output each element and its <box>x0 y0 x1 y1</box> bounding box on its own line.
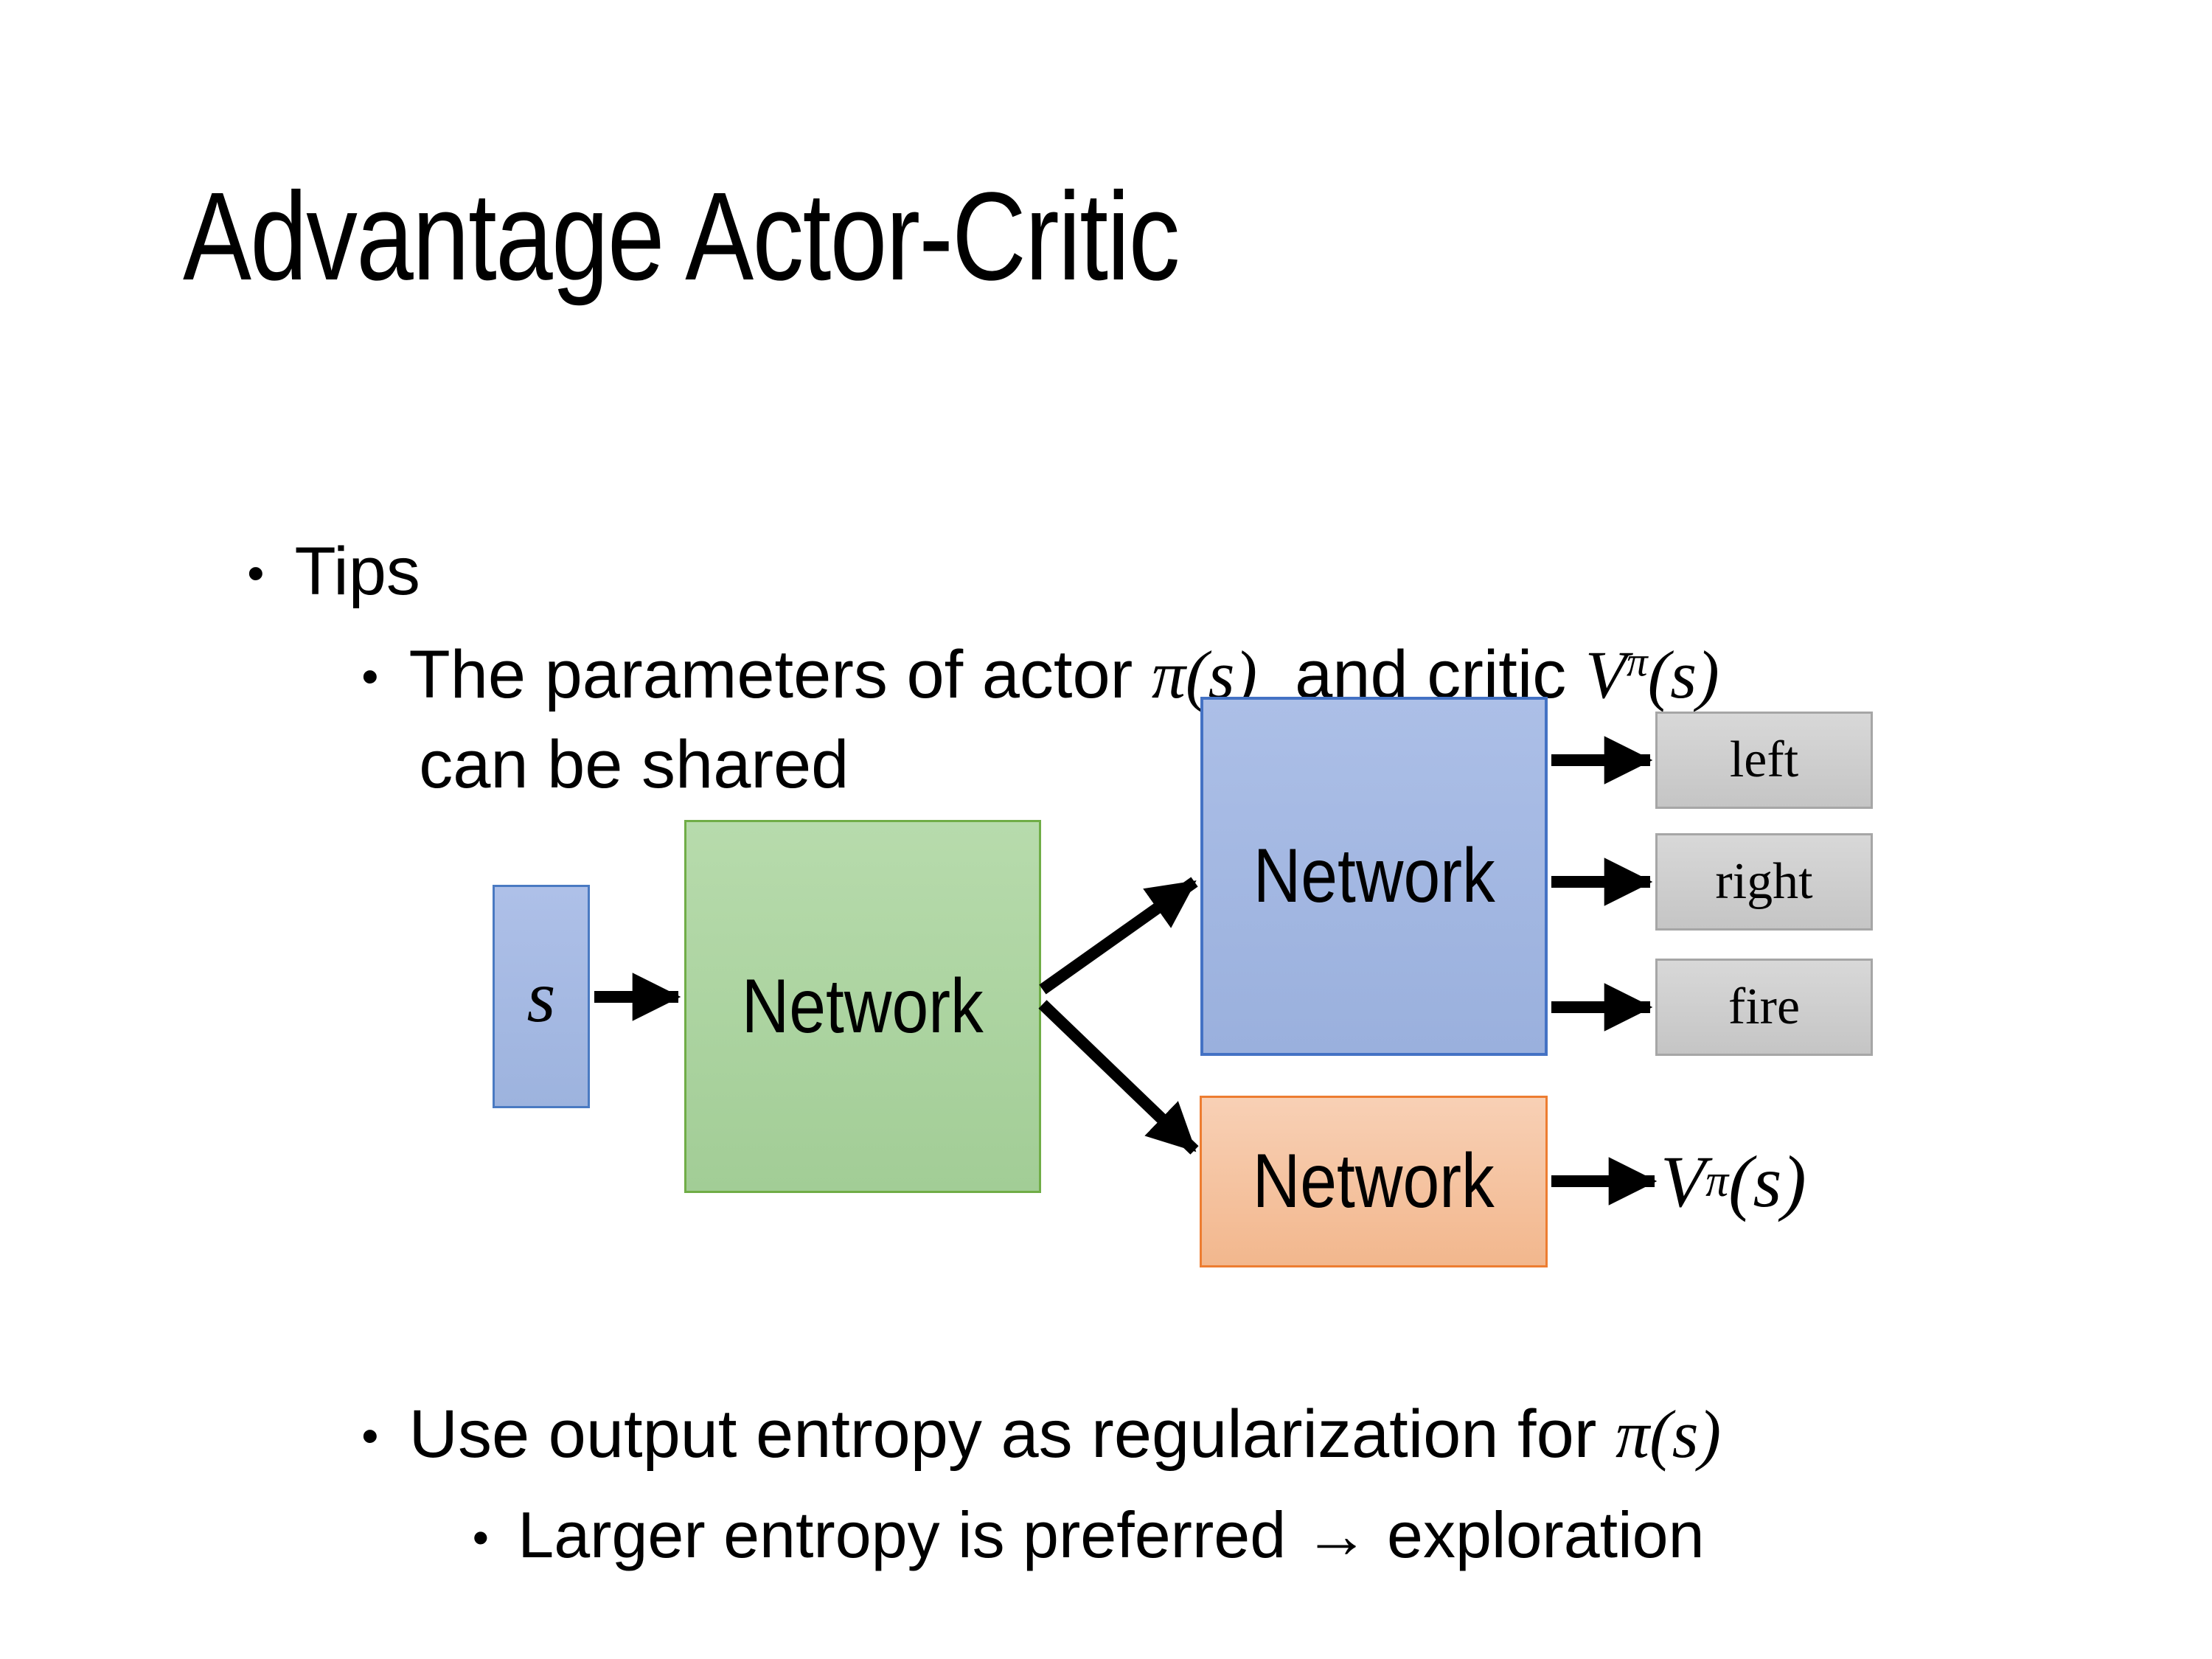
bullet-exploration: • Larger entropy is preferred → explorati… <box>400 1420 1705 1649</box>
bullet-exploration-text: Larger entropy is preferred → exploratio… <box>518 1498 1705 1571</box>
actor-network-box: Network <box>1200 697 1548 1056</box>
bullet-entropy-pre: Use output entropy as regularization for <box>408 1396 1615 1472</box>
action-box-right: right <box>1655 833 1873 931</box>
critic-network-label: Network <box>1252 1138 1495 1224</box>
action-box-left: left <box>1655 712 1873 809</box>
bullet-glyph: • <box>361 1409 379 1464</box>
action-right-label: right <box>1715 853 1813 910</box>
actor-network-label: Network <box>1253 833 1495 919</box>
action-left-label: left <box>1729 731 1799 788</box>
value-v-superscript: π <box>1705 1156 1729 1206</box>
arrow-shared-to-critic <box>1038 1000 1199 1155</box>
bullet-glyph: • <box>247 546 265 602</box>
page-title: Advantage Actor-Critic <box>183 167 1180 307</box>
critic-network-box: Network <box>1200 1096 1548 1267</box>
state-input-label: s <box>526 956 556 1037</box>
entropy-pi-formula: π(s) <box>1615 1396 1722 1472</box>
shared-network-box: Network <box>684 820 1041 1193</box>
action-box-fire: fire <box>1655 959 1873 1056</box>
shared-network-label: Network <box>741 963 984 1049</box>
bullet-tips: • Tips <box>172 451 420 692</box>
bullet-glyph: • <box>361 650 379 705</box>
action-fire-label: fire <box>1728 978 1801 1035</box>
arrow-shared-to-actor <box>1039 877 1198 995</box>
value-v-symbol: V <box>1660 1141 1706 1222</box>
critic-v-symbol: V <box>1585 636 1627 712</box>
bullet-glyph: • <box>472 1512 489 1564</box>
bullet-shared-line2-text: can be shared <box>419 726 849 802</box>
bullet-entropy: • Use output entropy as regularization fo… <box>286 1314 1721 1554</box>
bullet-tips-text: Tips <box>294 533 420 609</box>
bullet-shared-pre: The parameters of actor <box>408 636 1152 712</box>
state-input-box: s <box>493 885 590 1108</box>
bullet-shared-line2: can be shared <box>344 644 849 885</box>
critic-v-args: (s) <box>1647 636 1719 712</box>
critic-v-superscript: π <box>1627 638 1648 685</box>
value-v-args: (s) <box>1728 1141 1806 1222</box>
